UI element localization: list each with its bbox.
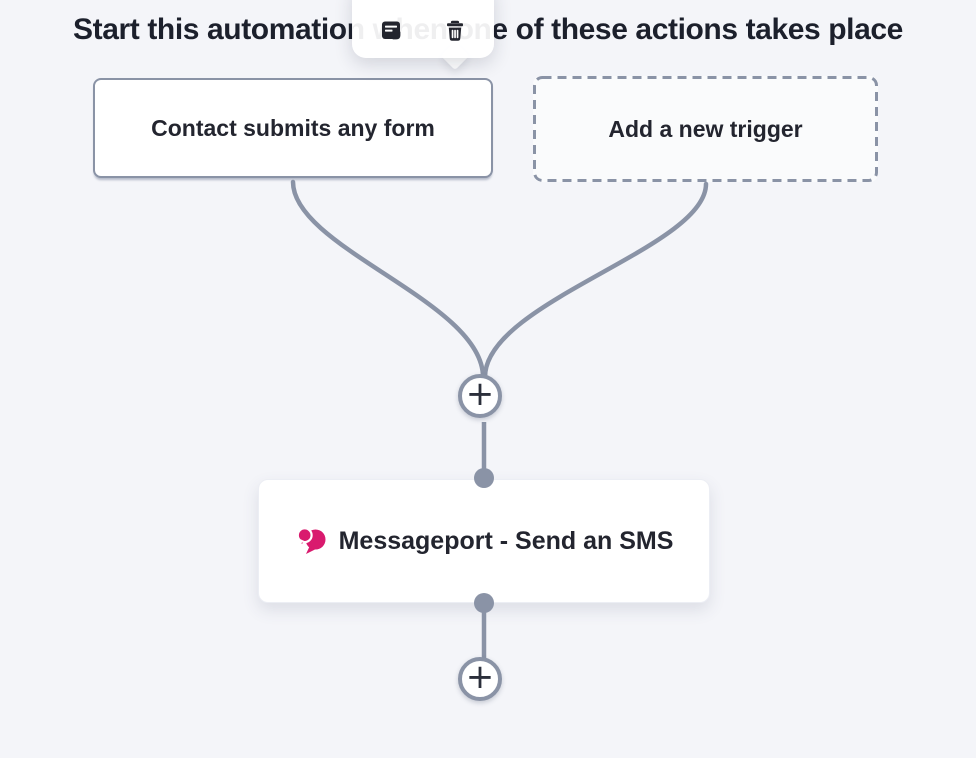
connector-left-curve (290, 179, 486, 380)
add-trigger-label: Add a new trigger (608, 115, 803, 142)
dashed-border (533, 76, 878, 182)
trash-icon (447, 20, 463, 41)
chat-bubbles-icon (296, 526, 326, 554)
add-new-trigger-button[interactable]: Add a new trigger (533, 76, 878, 182)
add-action-button-bottom[interactable]: + (458, 657, 502, 701)
note-edit-button[interactable] (378, 17, 404, 43)
note-edit-icon (382, 21, 402, 41)
delete-button[interactable] (442, 17, 468, 43)
plus-icon: + (465, 657, 495, 697)
action-node-label: Messageport - Send an SMS (338, 526, 674, 555)
trigger-label: Contact submits any form (151, 114, 435, 141)
add-action-button-top[interactable]: + (458, 374, 502, 418)
trigger-node-contact-submits-form[interactable]: Contact submits any form (93, 78, 493, 178)
node-toolbar-popover (352, 0, 494, 58)
action-node-messageport-sms[interactable]: Messageport - Send an SMS (258, 479, 710, 603)
plus-icon: + (465, 374, 495, 414)
connector-right-curve (482, 181, 709, 380)
